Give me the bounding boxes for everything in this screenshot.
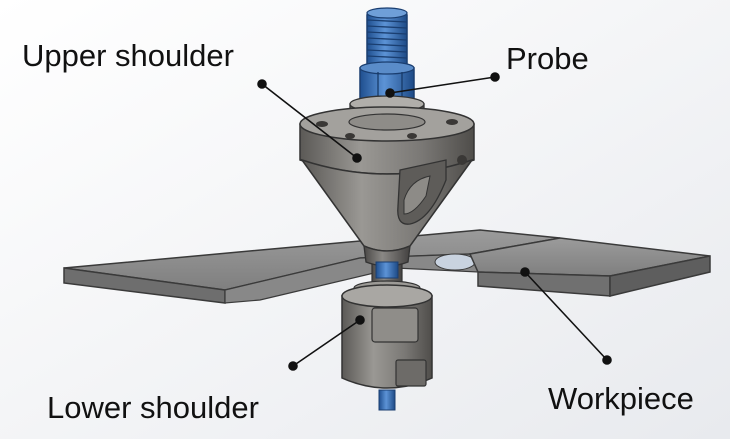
upper-shoulder-bolt-holes [316, 119, 458, 139]
leader-workpiece-end-dot [602, 355, 612, 365]
probe-mid-segment [375, 261, 399, 279]
workpiece-right-plate-side [609, 255, 711, 297]
lower-shoulder-top-face [341, 284, 433, 308]
probe-threads [366, 19, 408, 59]
upper-shoulder-slot-highlight [403, 175, 431, 215]
leader-upper-shoulder [261, 83, 358, 159]
leader-workpiece [524, 271, 608, 361]
upper-shoulder-side-hole [457, 155, 467, 165]
probe-collar-top [359, 61, 415, 75]
upper-shoulder [299, 95, 475, 279]
workpiece [63, 229, 711, 304]
leader-lower-shoulder [292, 319, 361, 367]
upper-shoulder-label: Upper shoulder [22, 38, 234, 73]
lower-shoulder-label: Lower shoulder [47, 390, 259, 425]
leader-lower-shoulder-dot [288, 361, 298, 371]
lower-probe-tip [378, 389, 396, 411]
lower-shoulder-notch [395, 359, 427, 387]
workpiece-label: Workpiece [548, 381, 694, 416]
upper-shoulder-neck [363, 244, 411, 267]
leader-lines [257, 72, 612, 371]
leader-lower-shoulder-end-dot [355, 315, 365, 325]
leader-upper-shoulder-end-dot [352, 153, 362, 163]
leader-workpiece-dot [520, 267, 530, 277]
upper-shoulder-inner-ring [348, 113, 426, 131]
leader-probe-end-dot [385, 88, 395, 98]
leader-probe-dot [490, 72, 500, 82]
probe-label: Probe [506, 41, 589, 76]
lower-shoulder-flat [371, 307, 419, 343]
leader-upper-shoulder-dot [257, 79, 267, 89]
probe-stem-top [366, 7, 408, 19]
leader-probe [389, 76, 496, 94]
workpiece-keyhole [434, 253, 476, 271]
